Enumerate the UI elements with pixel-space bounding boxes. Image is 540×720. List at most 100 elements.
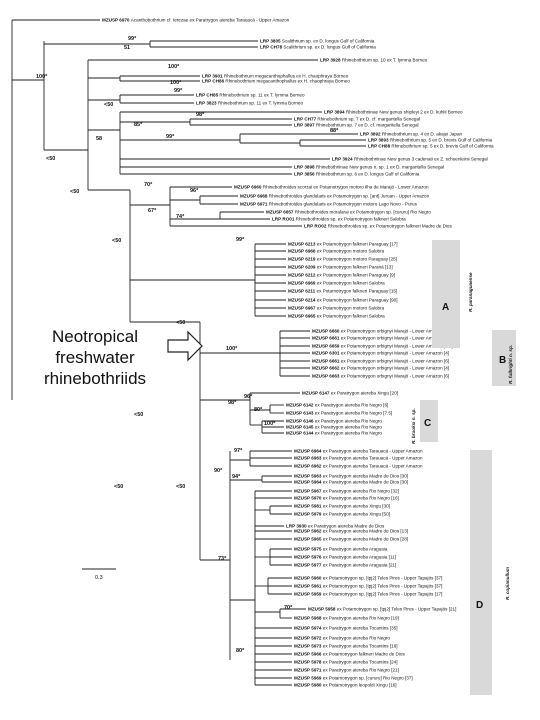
leaf-label: MZUSP 6660 ex Potamotrygon orbignyi Mara… (312, 329, 449, 334)
leaf-label: MZUSP 5978 ex Paratrygon aiereba Tocanti… (294, 660, 398, 665)
support-value: 100* (226, 346, 238, 352)
support-value: 67* (148, 208, 157, 214)
leaf-label: MZUSP 6214 ex Potamotrygon falkneri Para… (288, 298, 397, 303)
support-value: <50 (134, 412, 143, 418)
leaf-label: MZUSP 6661 ex Potamotrygon orbignyi Mara… (312, 359, 449, 364)
support-value: <50 (114, 484, 123, 490)
leaf-label: MZUSP 6657 Rhinebothroides moralarai ex … (266, 210, 431, 215)
leaf-label: LRP CH78 Scalithrium sp. ex D. longus Gu… (260, 45, 376, 50)
leaf-label: MZUSP 6662 ex Potamotrygon orbignyi Mara… (312, 366, 449, 371)
leaf-label: LRP CH88 Rhinebothrium sp. 5 ex D. brevi… (368, 144, 494, 149)
support-value: 51 (124, 45, 130, 51)
support-value: <50 (176, 320, 185, 326)
leaf-label: MZUSP 6146 ex Paratrygon aiereba Rio Neg… (286, 419, 382, 424)
clade-name-d: R. copianullum (505, 567, 510, 600)
support-value: 74* (176, 214, 185, 220)
leaf-label: MZUSP 5979 ex Paratrygon aiereba Xingu [… (294, 512, 390, 517)
leaf-label: MZUSP 6219 ex Potamotrygon motoro Paragu… (288, 257, 397, 262)
clade-bar-d: D R. copianullum (470, 450, 510, 695)
support-value: 99* (166, 134, 175, 140)
leaf-label: MZUSP 5977 ex Paratrygon aiereba Araguai… (294, 563, 396, 568)
leaf-label: MZUSP 6145 ex Paratrygon aiereba Rio Neg… (286, 425, 382, 430)
leaf-label: MZUSP 6963 ex Paratrygon aiereba Tarauac… (294, 456, 423, 461)
leaf-label: MZUSP 5976 ex Paratrygon aiereba Araguai… (294, 555, 396, 560)
callout-line-2: freshwater (55, 348, 135, 367)
leaf-labels: MZUSP 6970 Acanthobothrium cf. terezae e… (102, 18, 494, 688)
leaf-label: LRP 3930 ex Paratrygon aiereba Madre de … (286, 524, 385, 529)
leaf-label: MZUSP 6968 Rhinebothroides glandularis e… (240, 194, 430, 199)
support-value: 73* (218, 556, 227, 562)
leaf-label: LRP 3805 Scalithrium sp. ex D. longus Gu… (260, 39, 375, 44)
leaf-label: MZUSP 5959 ex Potamotrygon sp. [tpj2] Te… (294, 592, 442, 597)
leaf-label: MZUSP 6962 ex Paratrygon aiereba Tarauac… (294, 464, 423, 469)
leaf-label: MZUSP 5971 ex Paratrygon aiereba Rio Neg… (294, 668, 399, 673)
clade-letter-b: B (499, 355, 506, 366)
leaf-label: MZUSP 6969 ex Potamotrygon falkneri Salo… (288, 281, 385, 286)
support-value: <50 (176, 484, 185, 490)
support-value: 88* (330, 128, 339, 134)
support-value: 80* (254, 407, 263, 413)
leaf-label: LRP CH77 Rhinebothrium sp. 7 ex D. cf. m… (294, 117, 420, 122)
support-value: 80* (236, 648, 245, 654)
leaf-label: MZUSP 5972 ex Paratrygon aiereba Rio Neg… (294, 636, 390, 641)
leaf-label: MZUSP 6965 ex Potamotrygon falkneri Salo… (288, 314, 385, 319)
leaf-label: MZUSP 6663 ex Potamotrygon orbignyi Mara… (312, 374, 449, 379)
support-value: 99* (174, 88, 183, 94)
clade-bar-b: B R. fulbrighti n. sp. (492, 330, 516, 386)
leaf-label: MZUSP 6659 ex Potamotrygon orbignyi Mara… (312, 344, 453, 349)
support-value: 85* (134, 122, 143, 128)
leaf-label: MZUSP 5974 ex Paratrygon aiereba Tocanti… (294, 626, 398, 631)
callout-line-1: Neotropical (52, 327, 138, 346)
callout-arrow (167, 330, 203, 362)
support-value: <50 (112, 238, 121, 244)
support-value: 100* (36, 74, 48, 80)
leaf-label: MZUSP 5960 ex Potamotrygon sp. [tpj2] Te… (294, 576, 442, 581)
leaf-label: LRP 3823 Rhinebothrium sp. 11 ex T. lymm… (196, 101, 303, 106)
leaf-label: MZUSP 6142 ex Paratrygon aiereba Rio Neg… (286, 403, 388, 408)
leaf-label: MZUSP 5975 ex Paratrygon aiereba Araguai… (294, 547, 388, 552)
leaf-label: MZUSP 6144 ex Paratrygon aiereba Rio Neg… (286, 431, 382, 436)
clade-name-b: R. fulbrighti n. sp. (508, 345, 513, 384)
leaf-label: LRP CH85 Rhinebothrium sp. 11 ex T. lymm… (196, 93, 305, 98)
leaf-label: LRP 3892 Rhinebothrium sp. 4 ex D. akaje… (360, 132, 463, 137)
leaf-label: MZUSP 6143 ex Paratrygon aiereba Rio Neg… (286, 411, 392, 416)
leaf-label: MZUSP 6966 ex Potamotrygon motoro Salobr… (288, 249, 385, 254)
leaf-label: LRP 3856 Rhinebothrium sp. 6 ex D. longu… (294, 172, 420, 177)
clade-name-a: R. paranaguaense (468, 272, 473, 312)
clade-bar-c: C R. brooksi n. sp. (411, 400, 438, 444)
clade-letter-d: D (476, 600, 483, 611)
leaf-label: MZUSP 6971 Rhinebothroides glandularis e… (240, 202, 418, 207)
leaf-label: MZUSP 5966 ex Potamotrygon falkneri Madr… (294, 652, 405, 657)
support-value: 94* (232, 474, 241, 480)
leaf-label: MZUSP 5968 ex Paratrygon aiereba Rio Neg… (294, 616, 399, 621)
clade-letter-a: A (442, 302, 449, 313)
clade-letter-c: C (424, 418, 431, 429)
leaf-label: LRP RO02 Rhinebothroides sp. ex Potamotr… (304, 224, 452, 229)
leaf-label: MZUSP 5962 ex Paratrygon aiereba Madre d… (294, 529, 408, 534)
support-value: 99* (236, 237, 245, 243)
leaf-label: MZUSP 6211 ex Potamotrygon falkneri Para… (288, 289, 397, 294)
leaf-label: MZUSP 6147 ex Paratrygon aiereba Xingu [… (302, 391, 398, 396)
support-value: 90* (214, 468, 223, 474)
support-value: 98* (196, 112, 205, 118)
leaf-label: MZUSP 6213 ex Potamotrygon falkneri Para… (288, 242, 397, 247)
leaf-label: MZUSP 5981 ex Paratrygon aiereba Xingu [… (294, 504, 390, 509)
support-value: <50 (104, 102, 113, 108)
neotropical-callout: Neotropical freshwater rhinebothriids (30, 326, 160, 389)
leaf-label: MZUSP 5958 ex Potamotrygon sp. [tpj2] Te… (308, 607, 456, 612)
support-value: 98* (228, 400, 237, 406)
leaf-label: LRP RO01 Rhinebothroides sp. ex Potamotr… (272, 217, 406, 222)
support-value: 99* (128, 36, 137, 42)
leaf-label: MZUSP 5964 ex Paratrygon aiereba Madre d… (294, 480, 408, 485)
leaf-label: LRP 3928 Rhinebothrium sp. 10 ex T. lymm… (320, 58, 428, 63)
support-value: 100* (170, 80, 182, 86)
leaf-label: MZUSP 6970 Acanthobothrium cf. terezae e… (102, 18, 290, 23)
support-value: 70* (284, 605, 293, 611)
leaf-label: MZUSP 6967 ex Potamotrygon motoro Salobr… (288, 306, 385, 311)
leaf-label: LRP 3901 Rhinebothrium megacanthophallus… (202, 74, 349, 79)
scale-bar-label: 0.3 (95, 575, 103, 581)
leaf-label: MZUSP 5963 ex Paratrygon aiereba Madre d… (294, 474, 408, 479)
support-value: 100* (168, 64, 180, 70)
